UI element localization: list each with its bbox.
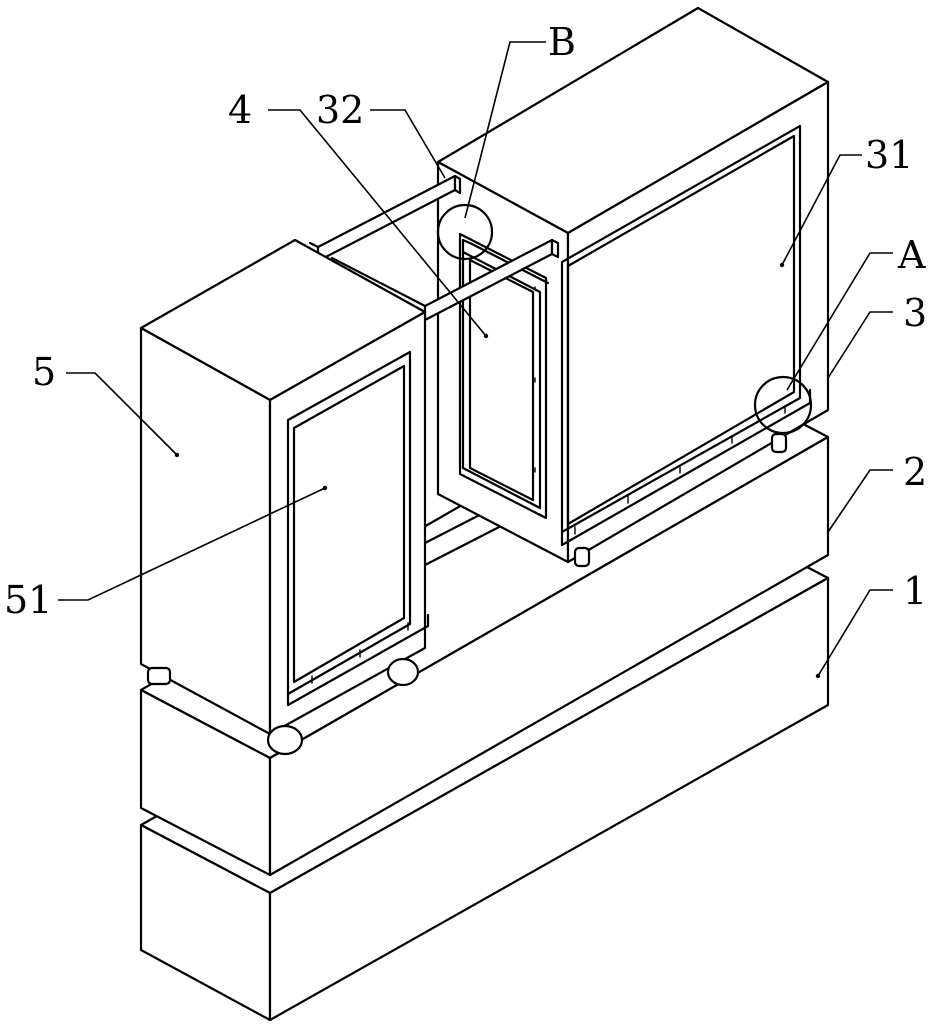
label-4: 4 <box>228 88 252 132</box>
label-31: 31 <box>865 133 913 177</box>
label-32: 32 <box>316 88 364 132</box>
label-A: A <box>897 233 926 277</box>
label-B: B <box>548 20 576 64</box>
label-5: 5 <box>32 350 56 394</box>
label-1: 1 <box>903 569 927 613</box>
label-3: 3 <box>903 291 927 335</box>
label-51: 51 <box>4 578 52 622</box>
label-2: 2 <box>903 450 927 494</box>
